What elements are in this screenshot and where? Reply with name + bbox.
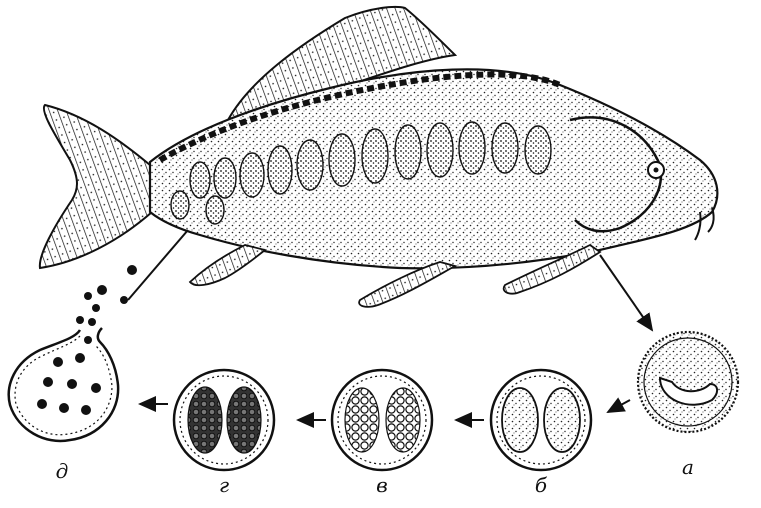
tail-fin (40, 105, 152, 268)
stage-g-mature-tomites: г (174, 370, 274, 497)
carp-fish (40, 7, 718, 307)
anal-fin (190, 245, 265, 285)
released-swarmers (76, 265, 137, 324)
stage-label-a: а (682, 455, 694, 479)
stage-label-d: д (56, 459, 69, 483)
ruptured-cyst-wall (9, 328, 118, 441)
stage-d-cyst-release: д (9, 318, 118, 483)
arrow-a-to-b (608, 400, 630, 412)
stage-b-tomont-division: б (491, 370, 591, 497)
release-site-pointer (128, 230, 188, 300)
stage-label-b: б (535, 473, 548, 497)
stage-a-trophont: а (638, 332, 738, 479)
infection-site-pointer (600, 255, 652, 330)
stage-label-v: в (376, 473, 388, 497)
fish-pupil (654, 168, 659, 173)
stage-v-tomites-forming: в (332, 370, 432, 497)
stage-label-g: г (219, 473, 229, 497)
